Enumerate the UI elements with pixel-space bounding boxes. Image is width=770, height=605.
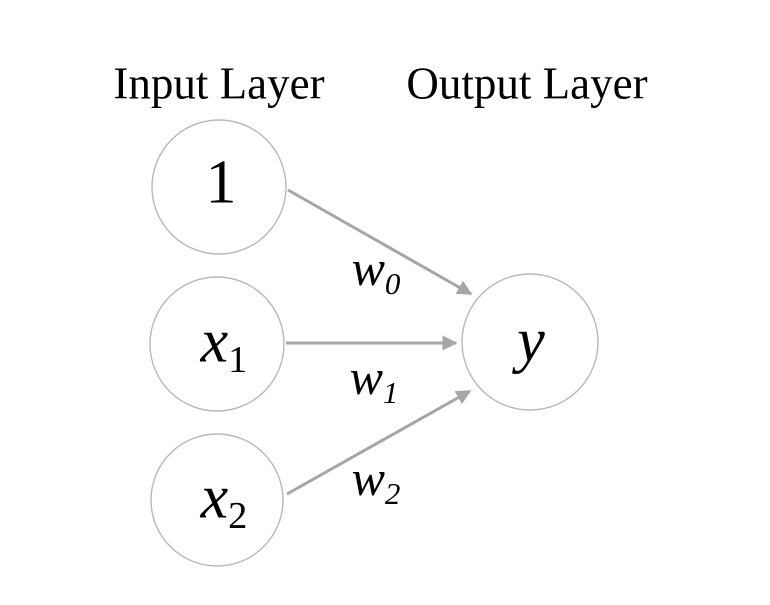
node-bias-label: 1 [205,148,237,217]
node-x2-circle [150,433,284,567]
weight-label-w2: w2 [351,450,401,511]
node-y-label: y [517,306,545,375]
node-x1-label: x1 [200,307,248,382]
output-layer-title: Output Layer [406,58,648,109]
weight-label-w0: w0 [351,240,401,301]
node-x2-label: x2 [200,463,248,538]
edge-w0-arrow [287,188,473,296]
edge-w2-arrow [286,389,472,496]
node-bias-circle [151,119,287,255]
input-layer-title: Input Layer [113,58,325,109]
weight-label-w1: w1 [349,349,399,410]
node-y-circle [461,273,599,411]
node-x1-circle [149,276,285,412]
